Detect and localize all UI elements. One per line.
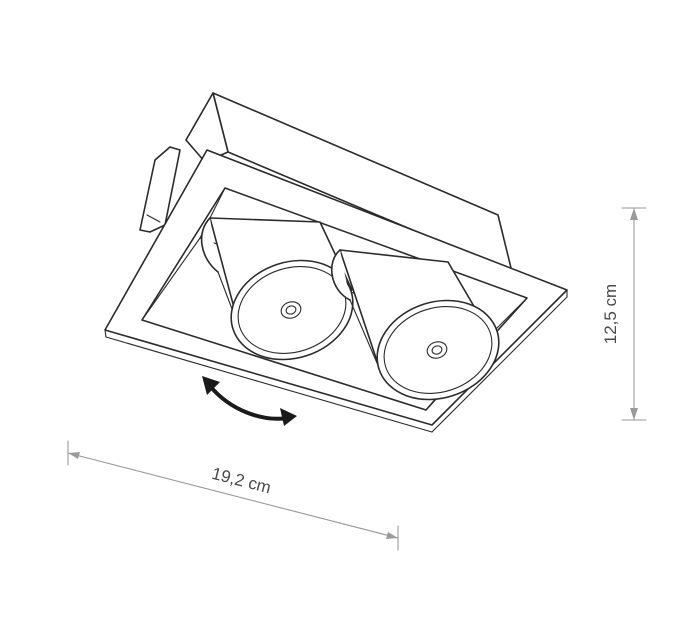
spotlight-right [331,249,500,401]
height-label: 12,5 cm [601,284,620,344]
width-dimension: 19,2 cm [67,440,399,551]
curved-double-arrow-icon [202,376,297,426]
housing-box [139,92,513,273]
height-dimension: 12,5 cm [601,207,647,421]
spotlight-left [200,217,354,361]
